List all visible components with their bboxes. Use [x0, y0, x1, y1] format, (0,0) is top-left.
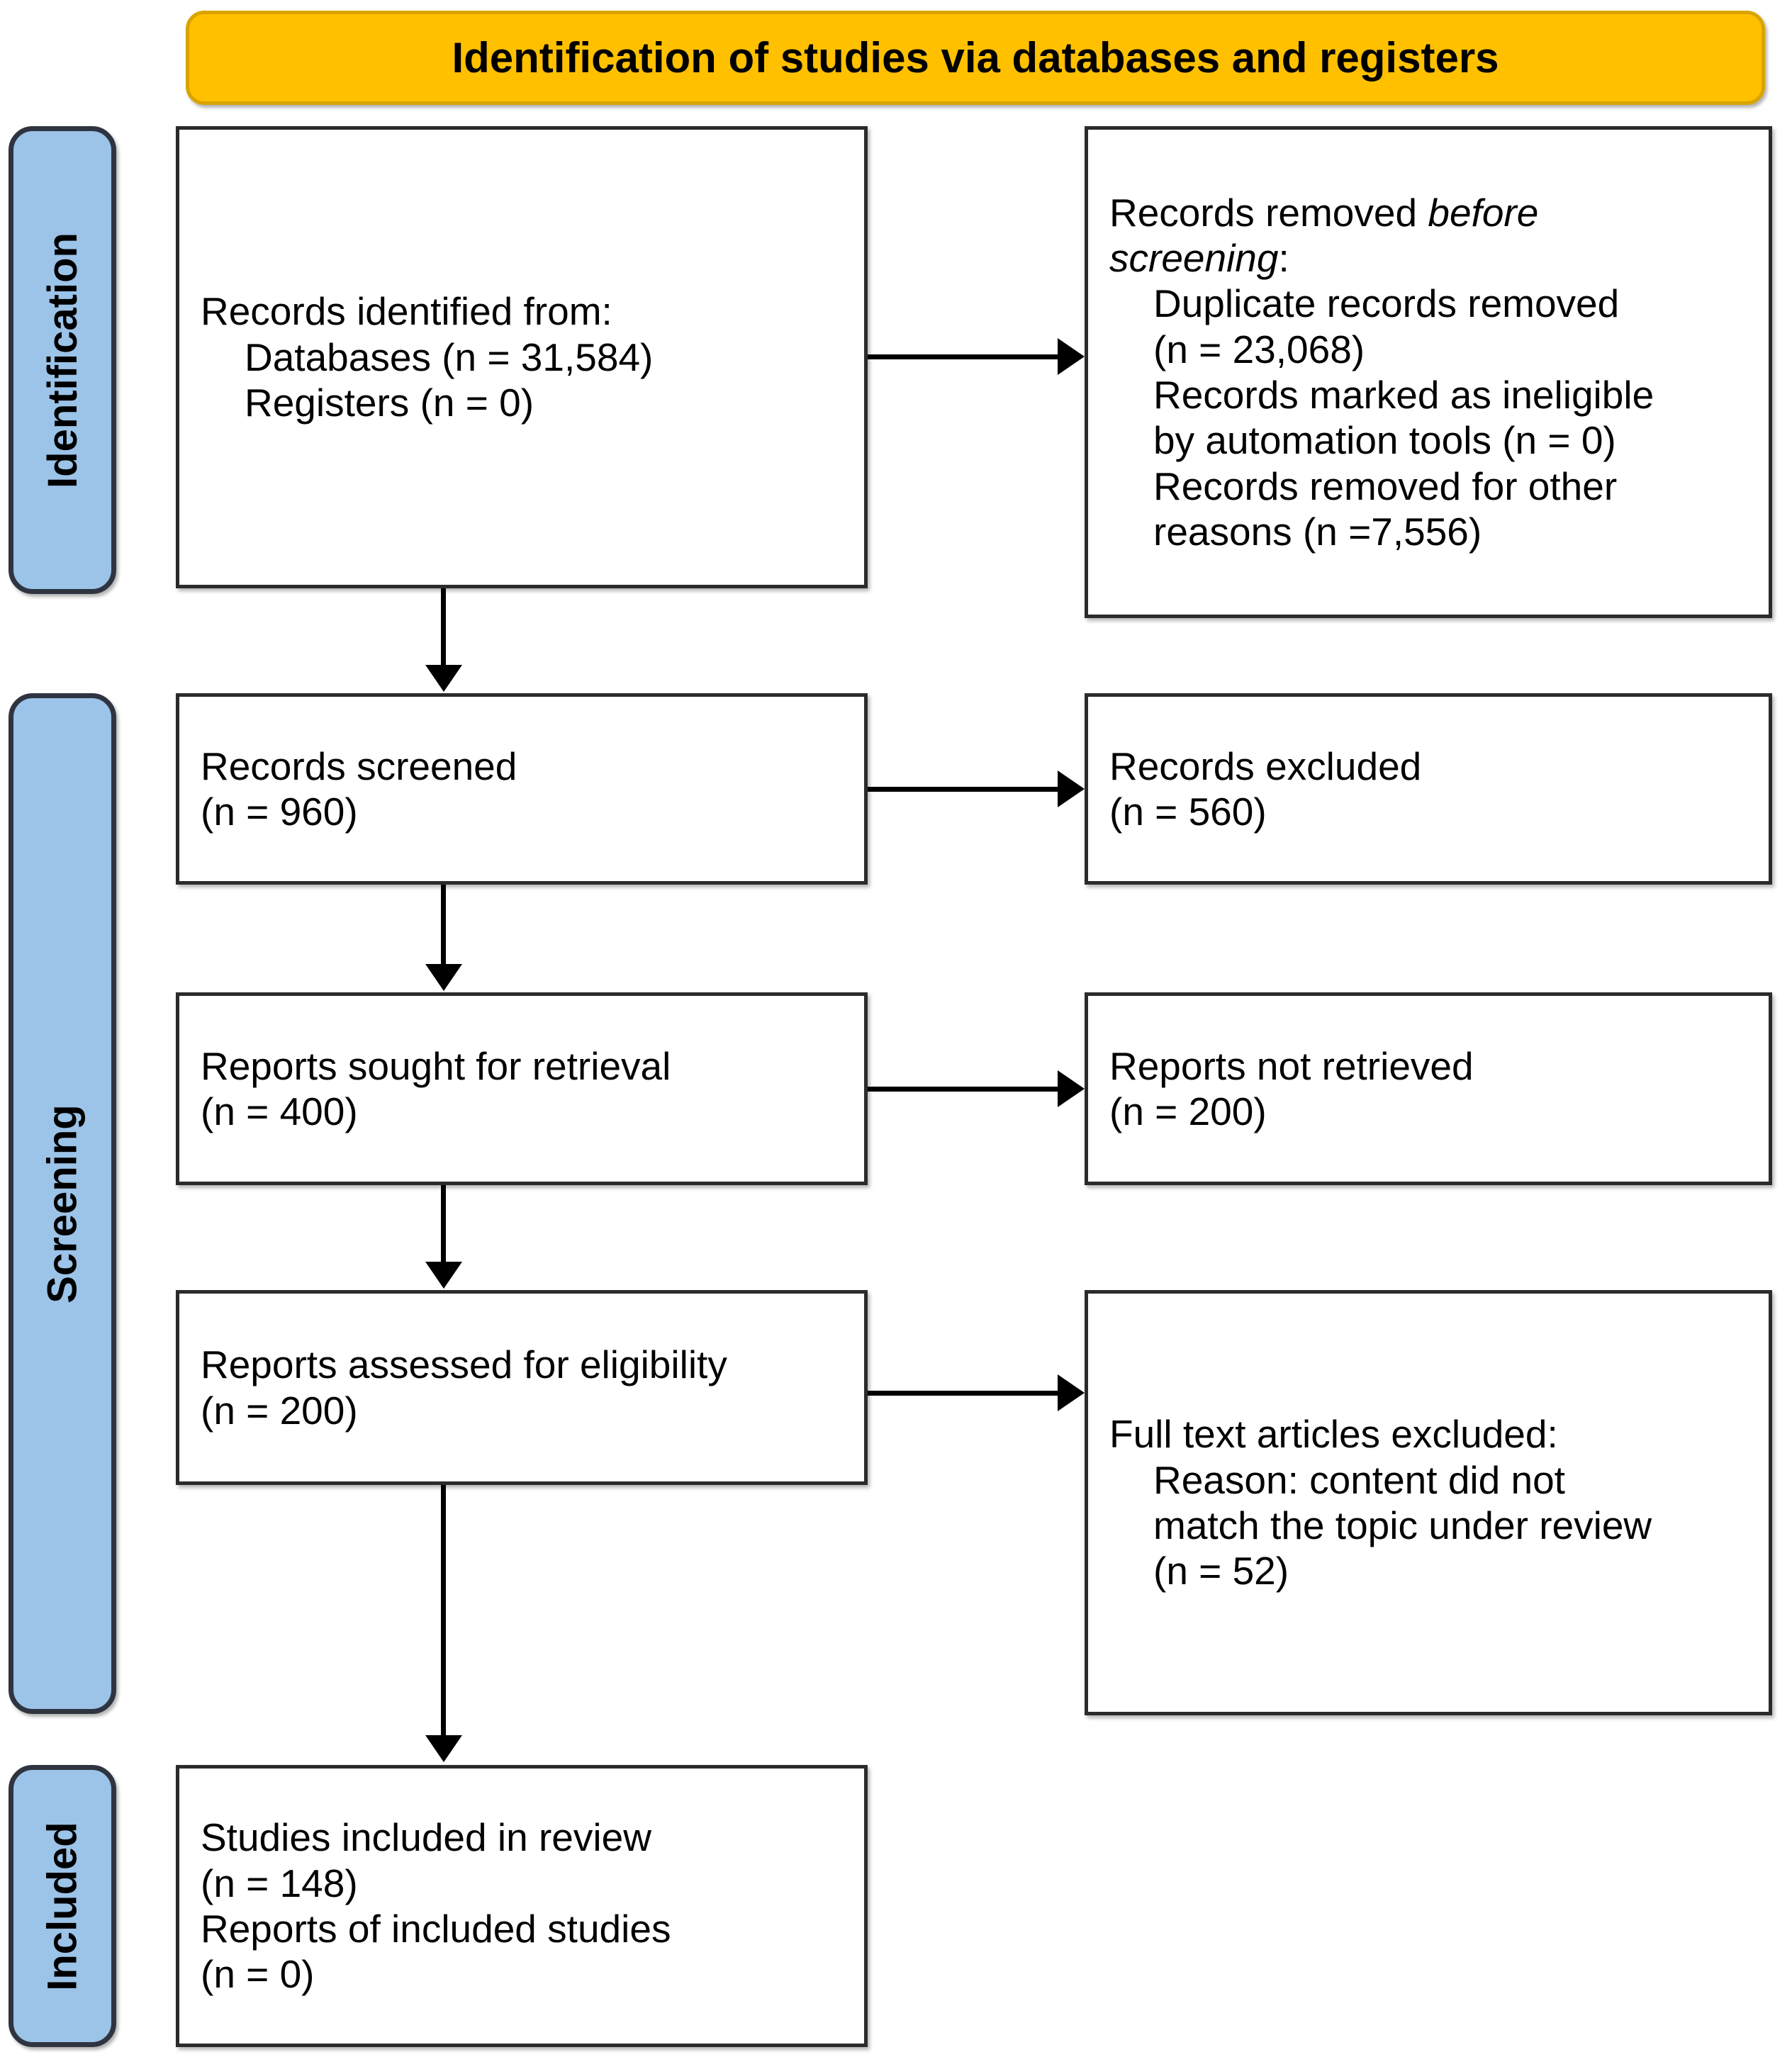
reports-included-count: (n = 0): [201, 1952, 315, 1997]
connector-assessed-to-included-arrow: [425, 1735, 462, 1762]
records-removed-duplicates: Duplicate records removed: [1153, 281, 1620, 326]
studies-included-label: Studies included in review: [201, 1815, 651, 1860]
fulltext-excluded-label: Full text articles excluded:: [1109, 1412, 1558, 1457]
connector-screened-to-sought-line: [441, 885, 446, 965]
reports-sought-label: Reports sought for retrieval: [201, 1043, 671, 1088]
records-identified-databases: Databases (n = 31,584): [245, 335, 654, 379]
box-records-removed-before-screening: Records removed before screening: Duplic…: [1085, 126, 1772, 618]
records-removed-line-1: Records removed before: [1109, 190, 1539, 235]
stage-label-screening-text: Screening: [39, 1104, 86, 1304]
records-removed-ineligible-count: by automation tools (n = 0): [1153, 418, 1616, 463]
records-excluded-count: (n = 560): [1109, 790, 1267, 834]
connector-identified-to-removed-arrow: [1058, 338, 1085, 375]
diagram-header-banner: Identification of studies via databases …: [186, 11, 1765, 105]
records-removed-other-count: reasons (n =7,556): [1153, 510, 1482, 554]
box-reports-sought: Reports sought for retrieval (n = 400): [176, 992, 868, 1185]
records-removed-ineligible: Records marked as ineligible: [1153, 373, 1654, 417]
records-screened-count: (n = 960): [201, 790, 358, 834]
stage-label-identification: Identification: [9, 126, 116, 594]
box-reports-assessed: Reports assessed for eligibility (n = 20…: [176, 1290, 868, 1485]
connector-screened-to-excluded-line: [868, 787, 1060, 792]
reports-sought-count: (n = 400): [201, 1089, 358, 1133]
box-records-excluded: Records excluded (n = 560): [1085, 693, 1772, 885]
fulltext-excluded-count: (n = 52): [1153, 1549, 1289, 1593]
records-excluded-label: Records excluded: [1109, 744, 1422, 788]
connector-screened-to-sought-arrow: [425, 964, 462, 991]
stage-label-screening: Screening: [9, 693, 116, 1714]
reports-not-retrieved-label: Reports not retrieved: [1109, 1043, 1474, 1088]
connector-identified-to-screened-line: [441, 588, 446, 666]
stage-label-included-text: Included: [39, 1821, 86, 1991]
connector-sought-to-assessed-arrow: [425, 1262, 462, 1289]
reports-included-label: Reports of included studies: [201, 1907, 671, 1951]
reports-assessed-count: (n = 200): [201, 1388, 358, 1433]
records-screened-label: Records screened: [201, 744, 517, 788]
connector-assessed-to-fulltext-arrow: [1058, 1374, 1085, 1411]
box-reports-not-retrieved: Reports not retrieved (n = 200): [1085, 992, 1772, 1185]
connector-identified-to-screened-arrow: [425, 665, 462, 692]
studies-included-count: (n = 148): [201, 1861, 358, 1905]
records-identified-registers: Registers (n = 0): [245, 381, 534, 425]
fulltext-excluded-reason-2: match the topic under review: [1153, 1503, 1652, 1547]
box-records-identified: Records identified from: Databases (n = …: [176, 126, 868, 588]
connector-sought-to-notretrieved-arrow: [1058, 1070, 1085, 1107]
connector-screened-to-excluded-arrow: [1058, 770, 1085, 807]
connector-identified-to-removed-line: [868, 354, 1060, 359]
box-records-screened: Records screened (n = 960): [176, 693, 868, 885]
connector-sought-to-notretrieved-line: [868, 1087, 1060, 1092]
connector-assessed-to-included-line: [441, 1485, 446, 1737]
reports-assessed-label: Reports assessed for eligibility: [201, 1343, 727, 1387]
diagram-title: Identification of studies via databases …: [452, 34, 1499, 82]
records-removed-duplicates-count: (n = 23,068): [1153, 327, 1365, 371]
connector-assessed-to-fulltext-line: [868, 1391, 1060, 1396]
stage-label-included: Included: [9, 1765, 116, 2047]
records-identified-line-1: Records identified from:: [201, 289, 612, 334]
connector-sought-to-assessed-line: [441, 1185, 446, 1263]
records-removed-line-2: screening:: [1109, 235, 1289, 280]
box-fulltext-articles-excluded: Full text articles excluded: Reason: con…: [1085, 1290, 1772, 1715]
stage-label-identification-text: Identification: [39, 232, 86, 488]
reports-not-retrieved-count: (n = 200): [1109, 1089, 1267, 1133]
fulltext-excluded-reason-1: Reason: content did not: [1153, 1457, 1565, 1502]
box-studies-included: Studies included in review (n = 148) Rep…: [176, 1765, 868, 2047]
records-removed-other: Records removed for other: [1153, 464, 1618, 508]
